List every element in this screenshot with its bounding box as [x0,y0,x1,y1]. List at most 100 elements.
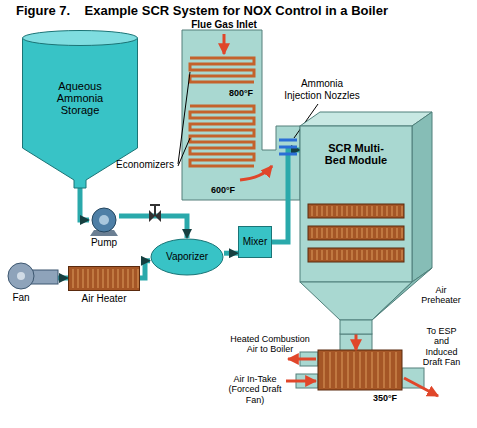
catalyst-stripe [337,228,338,238]
catalyst-stripe [372,250,373,260]
air-duct [300,352,318,366]
component-label: Economizers [112,159,178,171]
valve-symbol [149,210,161,222]
heater-fin [103,269,104,288]
catalyst-stripe [352,250,353,260]
catalyst-stripe [327,228,328,238]
catalyst-stripe [322,228,323,238]
component-label: Ammonia Injection Nozzles [283,78,361,101]
catalyst-stripe [342,206,343,216]
pipe-connector [80,188,89,220]
catalyst-stripe [392,250,393,260]
pump: Pump [89,206,119,250]
heater-fin [78,269,79,288]
heater-fin [83,269,84,288]
catalyst-stripe [332,228,333,238]
heater-fin [133,269,134,288]
fan-housing [8,263,34,289]
valve-handle [150,204,160,206]
flow-label: Heated Combustion Air to Boiler [228,334,312,355]
flue-gas-arrow [404,378,438,396]
catalyst-stripe [322,206,323,216]
catalyst-stripe [327,250,328,260]
figure-title: Figure 7. Example SCR System for NOX Con… [16,3,388,18]
heater-fin [108,269,109,288]
catalyst-stripe [312,228,313,238]
catalyst-stripe [357,228,358,238]
scr-reactor: SCR Multi-Bed Module [300,112,432,334]
catalyst-stripe [362,250,363,260]
catalyst-stripe [347,228,348,238]
flow-label: Flue Gas Inlet [184,19,264,31]
catalyst-stripe [372,206,373,216]
catalyst-stripe [357,206,358,216]
catalyst-stripe [382,206,383,216]
heater-box [69,267,140,291]
temperature-label: 600°F [206,185,240,195]
air-heater: Air Heater [68,266,140,306]
leader-line [178,72,190,164]
node-text: SCR Multi-Bed Module [322,142,390,166]
catalyst-stripe [377,206,378,216]
catalyst-stripe [317,250,318,260]
node-text: Vaporizer [150,251,224,262]
pipe-connector [119,216,187,238]
heater-fin [128,269,129,288]
heater-fin [138,269,139,288]
catalyst-stripe [377,228,378,238]
catalyst-stripe [342,250,343,260]
pipe-connector [58,275,68,280]
catalyst-stripe [357,250,358,260]
catalyst-stripe [397,206,398,216]
heater-fin [93,269,94,288]
flow-label: To ESP and Induced Draft Fan [420,326,463,367]
flue-gas-arrow [240,166,272,180]
reactor-hopper-side [372,268,432,320]
flue-gas-duct [182,30,300,200]
catalyst-stripe [317,228,318,238]
reactor-outlet [340,320,372,334]
catalyst-stripe [387,206,388,216]
catalyst-stripe [382,228,383,238]
pump-hub [99,215,109,225]
catalyst-stripe [367,250,368,260]
catalyst-stripe [337,250,338,260]
flow-label: Air In-Take (Forced Draft Fan) [224,374,286,405]
catalyst-stripe [332,206,333,216]
catalyst-stripe [317,206,318,216]
heater-fin [88,269,89,288]
catalyst-bed [308,226,404,240]
node-text: Pump [85,237,123,248]
heater-fin [123,269,124,288]
catalyst-stripe [327,206,328,216]
pump-casing [92,208,116,232]
pipe-connector [140,261,150,278]
catalyst-stripe [392,228,393,238]
temperature-label: 800°F [224,88,258,98]
catalyst-stripe [347,250,348,260]
node-text: Aqueous Ammonia Storage [45,80,115,116]
economizer-coil [190,106,254,166]
injection-grid [279,140,297,154]
catalyst-stripe [362,206,363,216]
heater-fin [98,269,99,288]
air-preheater [318,350,402,390]
catalyst-stripe [387,250,388,260]
reactor-hopper [300,282,412,320]
catalyst-stripe [367,206,368,216]
catalyst-stripe [312,206,313,216]
catalyst-stripe [367,228,368,238]
leader-line [178,138,190,166]
pipe-connector [272,150,300,242]
catalyst-stripe [392,206,393,216]
catalyst-stripe [397,228,398,238]
catalyst-stripe [332,250,333,260]
catalyst-stripe [352,228,353,238]
pipe-connector [224,251,238,256]
node-text: Mixer [236,236,274,247]
catalyst-stripe [362,228,363,238]
catalyst-stripe [382,250,383,260]
catalyst-stripe [397,250,398,260]
catalyst-stripe [402,206,403,216]
